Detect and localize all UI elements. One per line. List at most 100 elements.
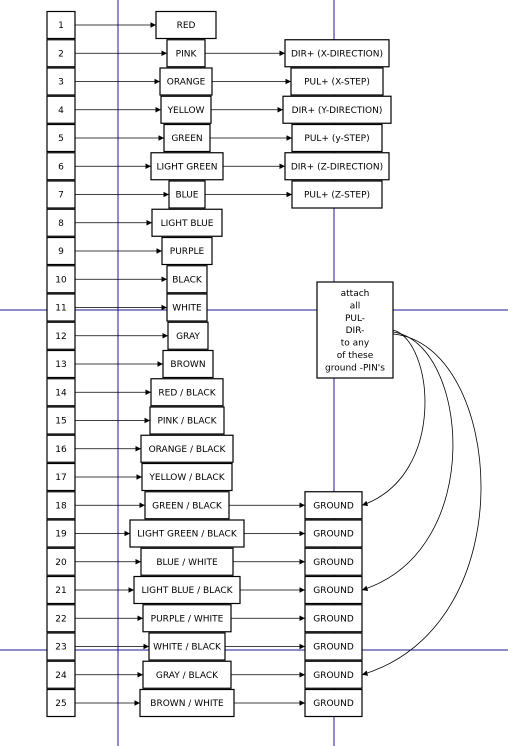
- pin-box: [46, 688, 76, 718]
- pin-box: [46, 519, 76, 548]
- note-line: DIR-: [346, 326, 365, 336]
- wire-color-label: BLUE / WHITE: [156, 558, 218, 568]
- pin-row: 23 WHITE / BLACK GROUND: [46, 632, 363, 661]
- wire-color-label: YELLOW / BLACK: [148, 473, 225, 483]
- wire-color-label: BLACK: [172, 275, 203, 285]
- wire-color-label: PURPLE / WHITE: [151, 614, 224, 624]
- pin-box: [46, 462, 76, 492]
- ground-box: [304, 547, 363, 576]
- wire-color-box: [155, 10, 217, 40]
- pin-number: 16: [55, 445, 67, 455]
- wire-color-box: [160, 95, 212, 124]
- note-line: to any: [341, 339, 370, 349]
- ground-box: [304, 491, 363, 520]
- pin-box: [46, 349, 76, 379]
- pin-box: [46, 265, 76, 294]
- pin-number: 4: [58, 106, 64, 116]
- pin-box: [46, 67, 76, 96]
- pin-number: 22: [55, 614, 66, 624]
- pin-row: 10 BLACK: [46, 265, 208, 294]
- wire-color-label: LIGHT GREEN: [156, 162, 217, 172]
- note-connector-arrow: [361, 333, 482, 676]
- wire-color-box: [162, 349, 214, 379]
- pin-row: 17 YELLOW / BLACK: [46, 462, 233, 492]
- signal-label: DIR+ (Z-DIRECTION): [291, 162, 383, 172]
- wire-color-label: GREEN / BLACK: [152, 501, 223, 511]
- pin-row: 5 GREEN PUL+ (y-STEP): [46, 123, 383, 153]
- wire-color-label: YELLOW: [167, 106, 205, 116]
- wire-color-box: [150, 152, 224, 181]
- wire-color-label: GREEN: [171, 134, 202, 144]
- signal-box: [282, 95, 392, 124]
- pin-number: 20: [55, 558, 67, 568]
- wire-color-label: GRAY: [176, 332, 200, 342]
- wire-color-box: [140, 434, 234, 463]
- ground-label: GROUND: [313, 614, 354, 624]
- wire-color-box: [168, 180, 206, 209]
- wire-color-label: PINK / BLACK: [157, 417, 217, 427]
- signal-label: PUL+ (y-STEP): [304, 134, 369, 144]
- wire-color-box: [159, 67, 213, 96]
- pin-box: [46, 378, 76, 407]
- note-line: of these: [337, 351, 374, 361]
- note-line: ground -PIN's: [325, 363, 385, 373]
- pin-number: 19: [55, 530, 67, 540]
- ground-box: [304, 660, 363, 689]
- pin-box: [46, 632, 76, 661]
- pin-number: 17: [55, 473, 66, 483]
- pin-box: [46, 406, 76, 435]
- wire-color-label: WHITE / BLACK: [153, 643, 222, 653]
- wire-color-box: [129, 519, 245, 548]
- pin-row: 13 BROWN: [46, 349, 214, 379]
- pin-number: 13: [55, 360, 66, 370]
- pin-box: [46, 321, 76, 350]
- pin-box: [46, 95, 76, 124]
- pin-box: [46, 660, 76, 689]
- signal-label: PUL+ (X-STEP): [304, 78, 370, 88]
- pin-row: 6 LIGHT GREEN DIR+ (Z-DIRECTION): [46, 152, 390, 181]
- pin-number: 6: [58, 162, 64, 172]
- note-line: attach: [341, 289, 370, 299]
- pin-box: [46, 39, 76, 68]
- wire-color-label: BLUE: [175, 191, 198, 201]
- ground-label: GROUND: [313, 501, 354, 511]
- pin-box: [46, 604, 76, 633]
- pin-number: 23: [55, 643, 66, 653]
- wire-color-box: [150, 378, 224, 407]
- wire-color-box: [151, 208, 223, 237]
- wire-color-label: BROWN: [170, 360, 205, 370]
- pin-number: 18: [55, 501, 67, 511]
- wire-color-box: [142, 604, 232, 633]
- ground-label: GROUND: [313, 530, 354, 540]
- wire-color-box: [144, 491, 230, 520]
- wire-color-box: [140, 547, 234, 576]
- pin-box: [46, 208, 76, 237]
- pin-number: 24: [55, 671, 67, 681]
- wire-color-label: LIGHT BLUE / BLACK: [141, 586, 233, 596]
- pin-number: 1: [58, 21, 64, 31]
- wire-color-label: RED: [177, 21, 196, 31]
- pin-number: 11: [55, 304, 66, 314]
- wire-color-box: [166, 265, 208, 294]
- wire-color-box: [149, 406, 225, 435]
- pin-number: 21: [55, 586, 66, 596]
- pin-number: 12: [55, 332, 66, 342]
- pin-box: [46, 236, 76, 266]
- ground-label: GROUND: [313, 643, 354, 653]
- pin-number: 10: [55, 275, 67, 285]
- wire-color-label: GRAY / BLACK: [156, 671, 219, 681]
- pin-box: [46, 10, 76, 40]
- pin-row: 22 PURPLE / WHITE GROUND: [46, 604, 363, 633]
- pin-number: 5: [58, 134, 64, 144]
- ground-label: GROUND: [313, 699, 354, 709]
- signal-box: [284, 39, 390, 68]
- pin-number: 2: [58, 49, 64, 59]
- pin-box: [46, 293, 76, 322]
- note-connector-arrow: [361, 331, 454, 591]
- wire-color-box: [133, 575, 241, 605]
